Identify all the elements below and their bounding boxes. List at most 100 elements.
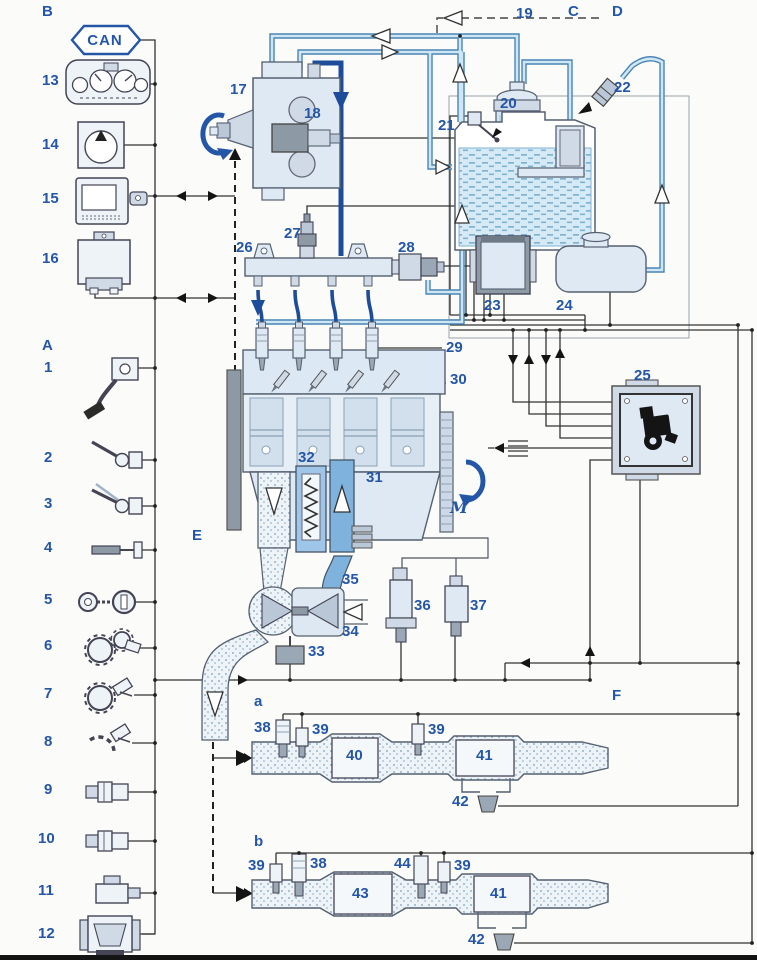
label-11: 11 [38,882,54,899]
label-9: 9 [44,781,53,798]
label-19: 19 [516,5,533,22]
can-bus-label: CAN [87,31,123,49]
temperature-probe-icon [91,541,143,559]
fuel-level-sensor [467,111,502,143]
label-41b: 41 [490,885,507,902]
label-1: 1 [44,359,53,376]
exhaust-temp-sensor-a1 [295,727,309,758]
diff-pressure-sensor-a [477,795,499,813]
crankshaft-sensor-icon [84,677,134,714]
drive-arrow-icon [229,148,241,160]
label-30: 30 [450,371,467,388]
additive-pump-module [469,235,537,295]
lambda-sensor-a [275,719,291,758]
fuel-temp-sensor-icon [85,830,129,852]
label-36: 36 [414,597,431,614]
vacuum-hoses [372,537,489,576]
label-section-f: F [612,687,622,704]
camshaft-sensor-icon [88,723,132,753]
label-7: 7 [44,685,53,702]
high-pressure-pump [200,61,341,201]
label-21: 21 [438,117,455,134]
label-8: 8 [44,733,53,750]
label-4: 4 [44,539,53,556]
label-28: 28 [398,239,415,256]
air-inlet-arrow [342,602,363,622]
rail-pressure-sensor [297,213,317,259]
label-13: 13 [42,72,59,89]
label-12: 12 [38,925,55,942]
ecu [611,379,701,481]
exhaust-line-a [236,719,609,813]
compressor-wheel [306,593,339,629]
label-25: 25 [634,367,651,384]
rail-pressure-regulator [391,253,445,281]
dashed-return-top [436,17,600,33]
label-26: 26 [236,239,253,256]
label-20: 20 [500,95,517,112]
label-40: 40 [346,747,363,764]
label-37: 37 [470,597,487,614]
accelerator-pedal-icon [83,357,139,420]
label-42b: 42 [468,931,485,948]
gearbox-speed-sensor-icon [84,628,142,666]
particulate-filter-a [455,739,515,777]
label-38a: 38 [254,719,271,736]
label-43: 43 [352,885,369,902]
heater-control-icon [77,121,125,169]
label-section-a: A [42,337,53,354]
fuel-tank [454,77,620,251]
egr-valve [351,525,373,549]
rail-ports [253,275,373,287]
label-10: 10 [38,830,55,847]
label-18: 18 [304,105,321,122]
can-hexagon [70,24,142,56]
filler-additive-injector [578,77,620,114]
label-6: 6 [44,637,53,654]
brake-switch-icon [91,440,143,469]
charge-air-duct [321,555,353,597]
label-22: 22 [614,79,631,96]
engine-symbol-icon [639,406,679,450]
in-tank-pump [517,125,585,178]
key-transponder-icon [78,589,137,615]
label-38b: 38 [310,855,327,872]
common-rail [244,213,445,287]
wastegate-actuator [275,636,305,665]
flow-arrows [176,10,670,898]
catalyst-b [333,873,393,915]
particulate-filter-b [473,875,531,913]
label-41a: 41 [476,747,493,764]
label-16: 16 [42,250,59,267]
coolant-temp-sensor-icon [85,781,129,803]
turbine-wheel [261,593,294,629]
label-39b1: 39 [248,857,265,874]
label-section-e: E [192,527,203,544]
label-39b2: 39 [454,857,471,874]
junction-dots [153,34,754,945]
pressure-sensor-icon [95,875,141,904]
fuel-metering-valve [271,123,341,153]
label-39a2: 39 [428,721,445,738]
diagnostic-tool-icon [75,177,148,225]
catalyst-a [331,737,379,779]
egr-cooler [295,465,327,553]
label-3: 3 [44,495,53,512]
dashed-links [212,158,236,893]
air-flow-meter-icon [79,915,141,955]
label-24: 24 [556,297,573,314]
turbocharger [248,555,368,665]
hp-flow-arrow [333,92,349,110]
spring-icon [303,477,319,538]
lambda-sensor-b [291,853,307,897]
engine-assembly [226,349,486,541]
additive-reservoir [555,231,647,293]
label-39a1: 39 [312,721,329,738]
exhaust-line-b [236,853,609,951]
exhaust-temp-sensor-b1 [269,863,283,894]
diff-pressure-sensor-b [493,933,515,951]
exhaust-downpipe [201,629,270,741]
label-31: 31 [366,469,383,486]
label-line-a: a [254,693,263,710]
label-42a: 42 [452,793,469,810]
